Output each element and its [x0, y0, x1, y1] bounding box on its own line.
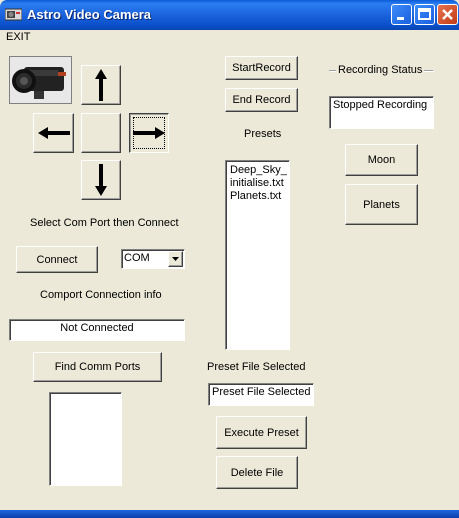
arrow-down-icon — [94, 163, 108, 197]
arrow-right-icon — [132, 126, 166, 140]
arrow-left-icon — [37, 126, 71, 140]
comm-ports-list[interactable] — [49, 392, 122, 486]
preset-file-field: Preset File Selected — [208, 383, 314, 406]
moon-button[interactable]: Moon — [345, 144, 418, 176]
com-port-value: COM — [124, 252, 150, 264]
recording-status-field: Stopped Recording — [329, 96, 434, 129]
move-right-button[interactable] — [129, 113, 169, 153]
find-comm-ports-button[interactable]: Find Comm Ports — [33, 352, 162, 382]
end-record-button[interactable]: End Record — [225, 88, 298, 112]
connection-info-label: Comport Connection info — [40, 289, 162, 301]
com-instruction-label: Select Com Port then Connect — [30, 217, 179, 229]
presets-list[interactable]: Deep_Sky_ initialise.txt Planets.txt — [225, 160, 290, 350]
menu-exit[interactable]: EXIT — [6, 31, 31, 43]
execute-preset-button[interactable]: Execute Preset — [216, 416, 307, 449]
recording-status-label: Recording Status — [336, 64, 425, 76]
title-bar[interactable]: Astro Video Camera — [0, 0, 459, 30]
menu-bar: EXIT — [0, 30, 459, 46]
planets-button[interactable]: Planets — [345, 184, 418, 225]
connection-status-field: Not Connected — [9, 319, 185, 341]
move-left-button[interactable] — [33, 113, 74, 153]
com-port-select[interactable]: COM — [121, 249, 185, 269]
chevron-down-icon[interactable] — [168, 251, 183, 267]
close-button[interactable] — [437, 4, 458, 25]
list-item[interactable]: Planets.txt — [230, 190, 282, 202]
move-down-button[interactable] — [81, 160, 121, 200]
minimize-button[interactable] — [391, 4, 412, 25]
camera-icon — [4, 7, 23, 21]
center-button[interactable] — [81, 113, 121, 153]
maximize-button[interactable] — [414, 4, 435, 25]
camera-image — [9, 56, 72, 104]
move-up-button[interactable] — [81, 65, 121, 105]
delete-file-button[interactable]: Delete File — [216, 456, 298, 489]
list-item[interactable]: initialise.txt — [230, 177, 284, 189]
presets-label: Presets — [244, 128, 282, 140]
main-panel: Select Com Port then Connect Connect COM… — [0, 46, 459, 510]
preset-file-label: Preset File Selected — [207, 361, 306, 373]
list-item[interactable]: Deep_Sky_ — [230, 164, 287, 176]
start-record-button[interactable]: StartRecord — [225, 56, 298, 80]
window-bottom-border — [0, 510, 459, 518]
connect-button[interactable]: Connect — [16, 246, 98, 273]
arrow-up-icon — [94, 68, 108, 102]
window-title: Astro Video Camera — [27, 7, 152, 22]
